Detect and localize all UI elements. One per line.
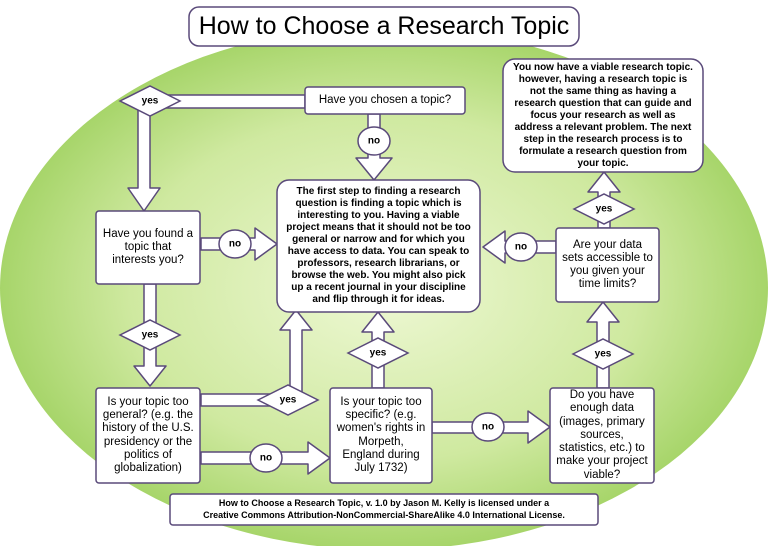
- label-access-yes-diamond: [572, 193, 636, 225]
- too-specific-box: [329, 387, 433, 484]
- found-topic-box: [95, 210, 201, 285]
- label-found-no-oval: [218, 229, 252, 259]
- chosen-topic-text: Have you chosen a topic?: [318, 93, 452, 106]
- data-accessible-text: Are your data sets accessible to you giv…: [562, 238, 653, 291]
- label-access-no-oval: [504, 232, 538, 262]
- too-general-box: [95, 387, 201, 484]
- label-enough-yes: yes: [595, 349, 612, 360]
- chosen-topic-box: [304, 86, 466, 115]
- label-chosen-no-oval: [357, 126, 391, 156]
- page-title: How to Choose a Research Topic: [198, 12, 570, 41]
- viable-topic-box: [502, 58, 704, 173]
- label-general-yes: yes: [280, 395, 297, 406]
- label-chosen-yes: yes: [142, 96, 159, 107]
- label-chosen-yes-diamond: [118, 85, 182, 117]
- license-line-1: How to Choose a Research Topic, v. 1.0 b…: [218, 498, 550, 509]
- label-found-yes-diamond: [118, 319, 182, 351]
- title-box: [188, 6, 580, 47]
- label-enough-yes-diamond: [571, 338, 635, 370]
- license-line-2: Creative Commons Attribution-NonCommerci…: [203, 509, 565, 520]
- viable-topic-text: You now have a viable research topic. ho…: [513, 61, 693, 169]
- data-accessible-box: [555, 227, 660, 303]
- label-access-yes: yes: [596, 204, 613, 215]
- first-step-box: [276, 179, 481, 313]
- label-general-no-oval: [249, 443, 283, 473]
- first-step-text: The first step to finding a research que…: [286, 186, 471, 305]
- label-chosen-no: no: [368, 136, 380, 147]
- label-specific-yes: yes: [370, 348, 387, 359]
- too-general-text: Is your topic too general? (e.g. the his…: [102, 395, 194, 474]
- too-specific-text: Is your topic too specific? (e.g. women'…: [336, 395, 426, 474]
- label-found-no: no: [229, 239, 241, 250]
- label-access-no: no: [515, 242, 527, 253]
- label-specific-no: no: [482, 422, 494, 433]
- label-general-yes-diamond: [256, 384, 320, 416]
- label-found-yes: yes: [142, 330, 159, 341]
- label-specific-no-oval: [471, 412, 505, 442]
- label-specific-yes-diamond: [346, 337, 410, 369]
- enough-data-text: Do you have enough data (images, primary…: [556, 389, 648, 481]
- found-topic-text: Have you found a topic that interests yo…: [102, 227, 194, 267]
- label-general-no: no: [260, 453, 272, 464]
- license-box: [169, 493, 599, 526]
- license-text: How to Choose a Research Topic, v. 1.0 b…: [170, 494, 598, 525]
- enough-data-box: [549, 387, 655, 484]
